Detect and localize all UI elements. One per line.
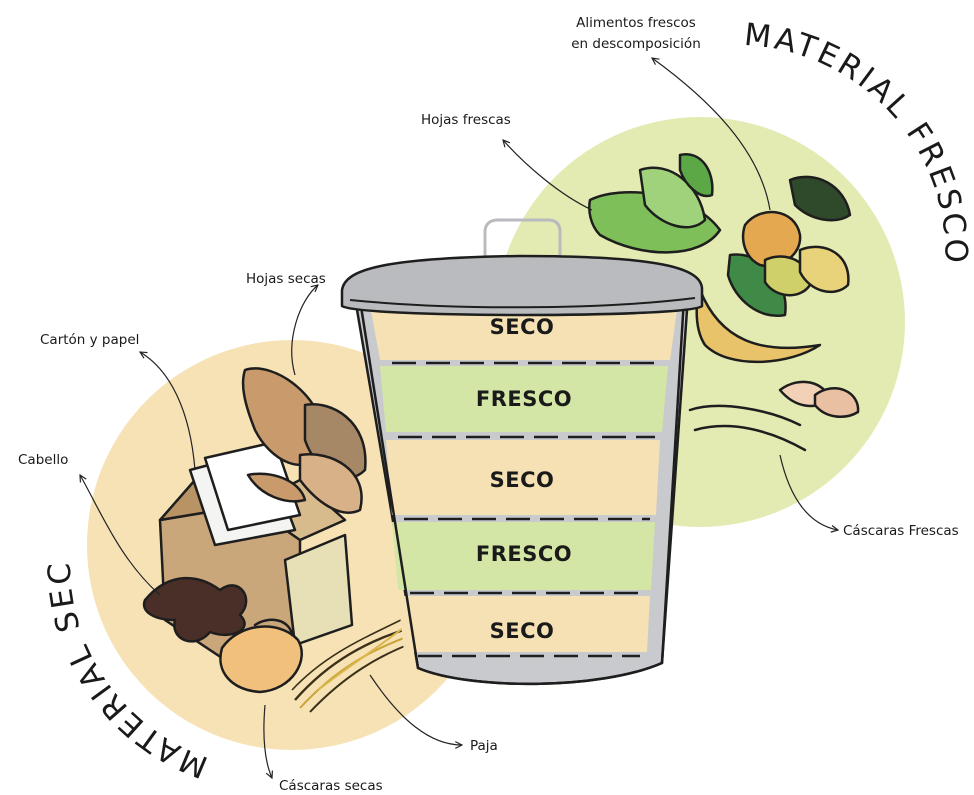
dry-leaves-illustration	[241, 367, 367, 514]
bin-layer-label-1: SECO	[490, 315, 555, 339]
label-fresh-food-line1: Alimentos frescos	[576, 15, 696, 31]
bin-layer-fresh-1	[380, 366, 668, 432]
arrow-fresh-food	[652, 58, 771, 211]
label-fresh-leaves: Hojas frescas	[421, 112, 511, 128]
arrow-dry-shells	[263, 704, 272, 778]
fresh-shells-illustration	[688, 288, 860, 452]
fresh-leaves-illustration	[588, 152, 787, 318]
arrow-straw	[369, 674, 462, 745]
label-dry-leaves: Hojas secas	[246, 271, 326, 287]
label-straw: Paja	[470, 738, 498, 754]
hair-illustration	[142, 576, 248, 643]
bin-layer-fresh-2	[392, 522, 655, 590]
cardboard-box-illustration	[158, 440, 354, 662]
bin-layer-label-3: SECO	[490, 468, 555, 492]
label-hair: Cabello	[18, 452, 68, 468]
label-cardboard: Cartón y papel	[40, 332, 139, 348]
bin-layer-label-4: FRESCO	[476, 542, 572, 566]
label-fresh-shells: Cáscaras Frescas	[843, 523, 959, 539]
fresh-food-illustration	[741, 175, 852, 297]
bin-layer-label-2: FRESCO	[476, 387, 572, 411]
arrow-dry-leaves	[291, 285, 318, 376]
arrow-fresh-shells	[779, 454, 838, 530]
bin-layer-dry-2	[386, 440, 660, 515]
dry-shells-illustration	[219, 618, 303, 694]
bin-layer-label-5: SECO	[490, 619, 555, 643]
arrow-hair	[80, 475, 161, 596]
label-dry-shells: Cáscaras secas	[279, 778, 383, 794]
straw-illustration	[291, 617, 416, 713]
arrow-fresh-leaves	[503, 140, 593, 211]
compost-bin	[340, 218, 704, 686]
bin-layer-dry-1	[370, 303, 678, 360]
label-fresh-food-line2: en descomposición	[571, 36, 701, 52]
bin-layer-dry-3	[398, 596, 650, 652]
arrow-cardboard	[140, 352, 196, 471]
